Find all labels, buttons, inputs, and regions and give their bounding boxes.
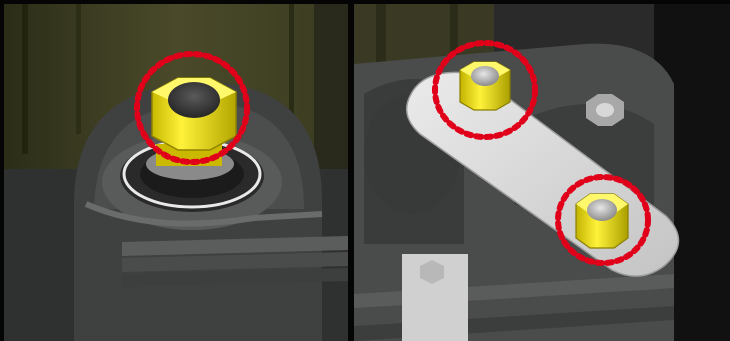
bolt-head [168,82,220,118]
hex-nut-top [460,62,510,110]
hex-nut-left [152,78,236,150]
right-illustration [354,4,730,341]
hex-nut-bottom [576,194,628,248]
left-illustration [4,4,348,341]
bolt-head-bottom [587,199,617,221]
right-panel [354,4,730,341]
bolt-head-top [471,66,499,86]
left-panel [4,4,348,341]
